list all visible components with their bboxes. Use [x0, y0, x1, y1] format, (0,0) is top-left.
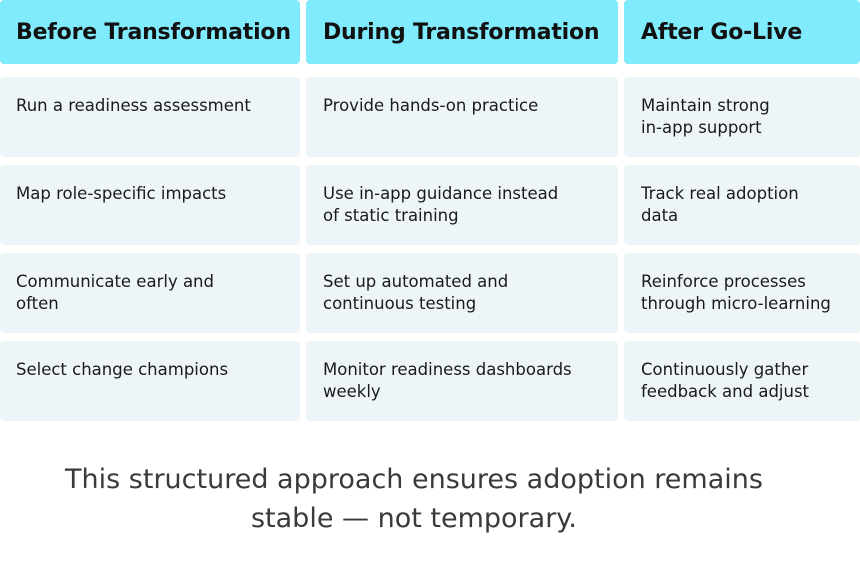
table-cell: Use in-app guidance instead of static tr… — [306, 165, 618, 245]
cell-text: Monitor readiness dashboards weekly — [323, 360, 572, 401]
cell-text: Track real adoption data — [641, 184, 799, 225]
table-cell: Run a readiness assessment — [0, 77, 300, 157]
column-header-before: Before Transformation — [0, 0, 300, 64]
cell-text: Communicate early and often — [16, 272, 214, 313]
cell-text: Reinforce processes through micro-learni… — [641, 272, 831, 313]
cell-text: Provide hands-on practice — [323, 96, 539, 115]
table-cell: Reinforce processes through micro-learni… — [624, 253, 860, 333]
cell-text: Maintain strong in-app support — [641, 96, 770, 137]
column-header-during: During Transformation — [306, 0, 618, 64]
cell-text: Use in-app guidance instead of static tr… — [323, 184, 559, 225]
column-header-after: After Go-Live — [624, 0, 860, 64]
table-cell: Map role-specific impacts — [0, 165, 300, 245]
table-cell: Maintain strong in-app support — [624, 77, 860, 157]
cell-text: Select change champions — [16, 360, 229, 379]
cell-text: Continuously gather feedback and adjust — [641, 360, 810, 401]
table-cell: Continuously gather feedback and adjust — [624, 341, 860, 421]
table-cell: Track real adoption data — [624, 165, 860, 245]
table-cell: Set up automated and continuous testing — [306, 253, 618, 333]
cell-text: Map role-specific impacts — [16, 184, 227, 203]
table-cell: Select change champions — [0, 341, 300, 421]
table-cell: Monitor readiness dashboards weekly — [306, 341, 618, 421]
summary-text: This structured approach ensures adoptio… — [65, 464, 763, 534]
cell-text: Run a readiness assessment — [16, 96, 251, 115]
table-cell: Communicate early and often — [0, 253, 300, 333]
cell-text: Set up automated and continuous testing — [323, 272, 509, 313]
adoption-table: Before Transformation During Transformat… — [0, 0, 860, 421]
table-cell: Provide hands-on practice — [306, 77, 618, 157]
